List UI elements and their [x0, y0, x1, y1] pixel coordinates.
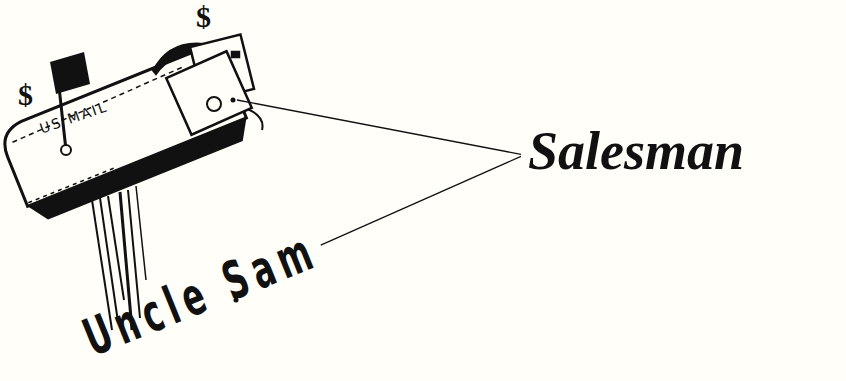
- letter-seal: [207, 97, 221, 111]
- letter: [166, 51, 252, 134]
- dollar-sign: $: [196, 2, 211, 32]
- title-word: Salesman: [528, 124, 744, 178]
- mailbox-lettering: US MAIL: [38, 99, 110, 135]
- dollar-sign: $: [18, 80, 33, 110]
- post-line: [136, 186, 146, 280]
- shading-line: [28, 168, 115, 203]
- mailbox-flag: [50, 52, 90, 155]
- flag-pivot: [61, 145, 71, 155]
- flag: [50, 52, 90, 94]
- leader-line: [237, 100, 521, 154]
- leader-line: [321, 156, 521, 245]
- leader-dot: [231, 98, 236, 103]
- shading-line: [10, 67, 185, 142]
- mailbox-body: [0, 27, 266, 225]
- letters: [166, 35, 254, 135]
- letter-stamp: [232, 52, 239, 57]
- name-word: Uncle Sam: [76, 223, 325, 364]
